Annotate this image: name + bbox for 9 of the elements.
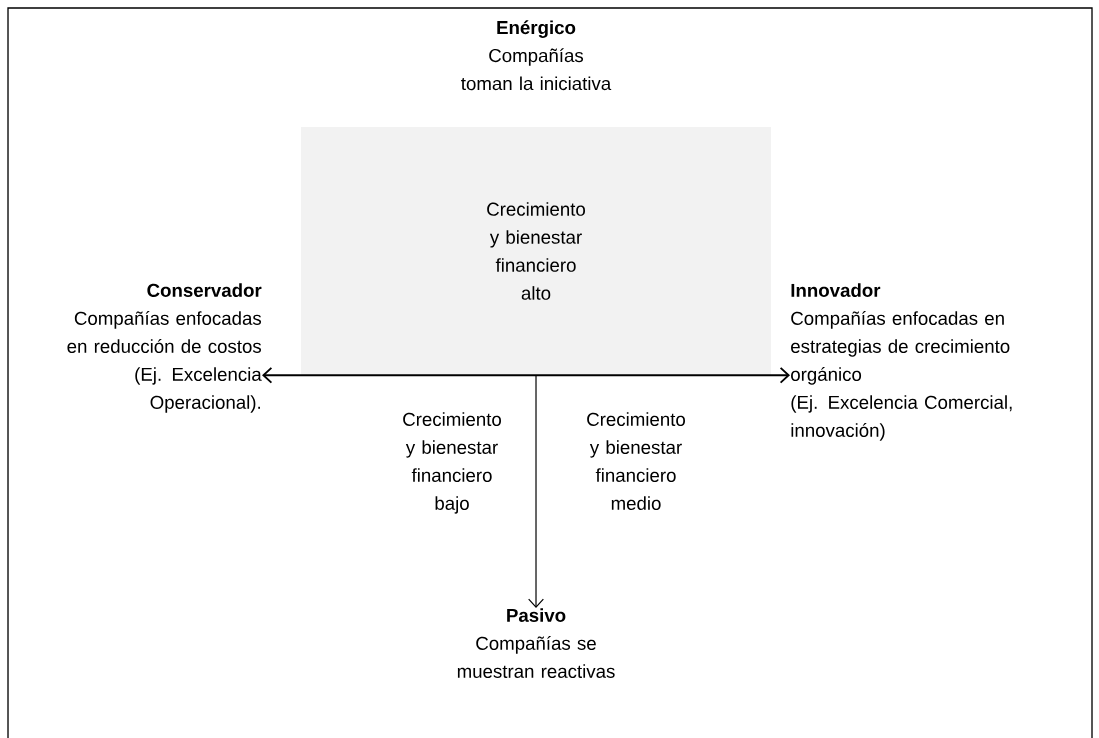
quadrant-label: Crecimiento y bienestar financiero medio bbox=[587, 412, 685, 510]
quadrant-label: Crecimiento y bienestar financiero bajo bbox=[403, 412, 501, 514]
quadrant-box: Crecimiento y bienestar financiero alto bbox=[301, 127, 771, 375]
axis-label: Innovador Compañías enfocadas en estrategias de crecimiento orgánico (Ej. Excelencia Comercial, innovación) bbox=[791, 283, 1012, 441]
arrow bbox=[528, 374, 544, 608]
axis-label: Enérgico Compañías toman la iniciativa bbox=[461, 20, 612, 91]
axis-label: Pasivo Compañías se muestran reactivas bbox=[457, 608, 615, 678]
axis-label: Conservador Compañías enfocadas en reducción de costos (Ej. Excelencia Operacional). bbox=[67, 283, 262, 413]
double-arrow bbox=[262, 367, 790, 384]
